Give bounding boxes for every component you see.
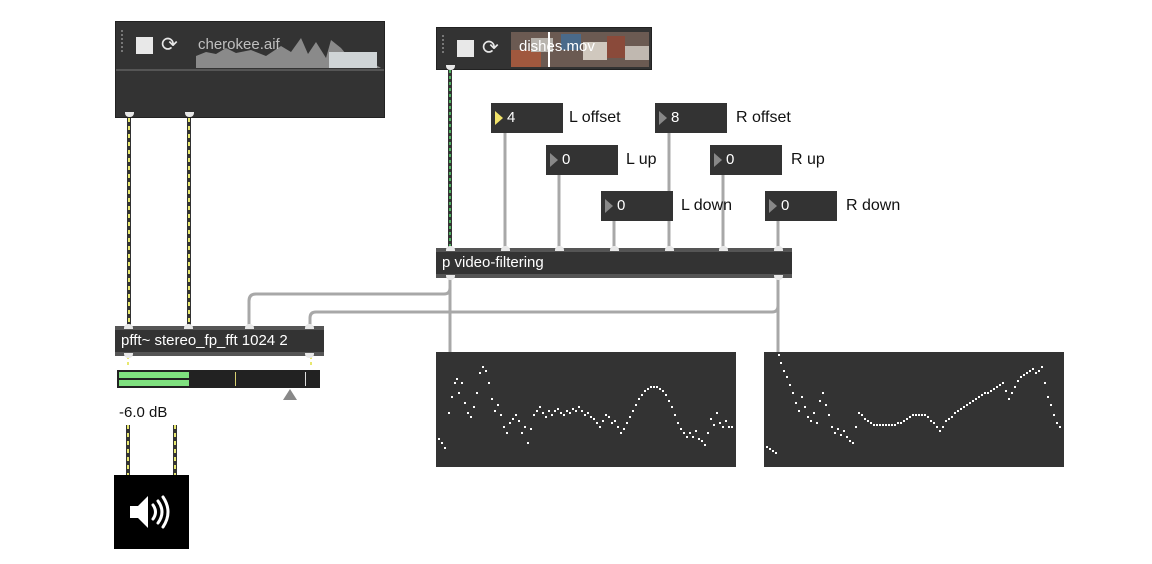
cord-to-pfft-in3 <box>247 278 452 326</box>
right-scope-trace <box>766 354 1061 454</box>
loop-icon[interactable]: ⟳ <box>482 37 499 59</box>
object-bottom-bar <box>115 352 324 356</box>
numbox-value: 4 <box>507 109 516 126</box>
video-filename: dishes.mov <box>519 38 595 55</box>
label-l-offset: L offset <box>569 109 621 126</box>
meter-level-right <box>119 380 189 386</box>
audio-out-right[interactable] <box>185 112 194 117</box>
meter-tick <box>235 372 236 386</box>
outlet-left[interactable] <box>124 353 133 358</box>
numbox-value: 0 <box>781 197 790 214</box>
numbox-r-up[interactable]: 0 <box>710 145 782 175</box>
numbox-value: 8 <box>671 109 680 126</box>
numbox-value: 0 <box>562 151 571 168</box>
object-top-bar <box>115 326 324 330</box>
inlet-3[interactable] <box>555 246 564 251</box>
outlet-right[interactable] <box>774 275 783 280</box>
numbox-l-up[interactable]: 0 <box>546 145 618 175</box>
audio-filename: cherokee.aif <box>198 36 280 53</box>
label-l-up: L up <box>626 151 657 168</box>
gain-slider-icon[interactable] <box>283 389 297 400</box>
inlet-1[interactable] <box>446 246 455 251</box>
label-l-down: L down <box>681 197 732 214</box>
gain-meter[interactable] <box>117 370 320 388</box>
stop-square-icon[interactable] <box>457 40 474 57</box>
numbox-r-offset[interactable]: 8 <box>655 103 727 133</box>
label-r-up: R up <box>791 151 825 168</box>
audio-player[interactable]: ⟳ cherokee.aif <box>115 21 385 118</box>
inlet-2[interactable] <box>501 246 510 251</box>
inlet-7[interactable] <box>774 246 783 251</box>
inlet-2[interactable] <box>184 324 193 329</box>
numbox-triangle-icon <box>605 199 613 213</box>
meter-tick <box>305 372 306 386</box>
loop-icon[interactable]: ⟳ <box>161 34 178 56</box>
object-bottom-bar <box>436 274 792 278</box>
numbox-l-offset[interactable]: 4 <box>491 103 563 133</box>
audio-out-left[interactable] <box>125 112 134 117</box>
stop-square-icon[interactable] <box>136 37 153 54</box>
dac-speaker-button[interactable] <box>114 475 189 549</box>
right-scope-display <box>764 352 1064 467</box>
drag-handle-icon[interactable] <box>121 30 125 54</box>
meter-level-left <box>119 372 189 378</box>
numbox-value: 0 <box>617 197 626 214</box>
video-filtering-text: p video-filtering <box>442 254 544 271</box>
inlet-3[interactable] <box>245 324 254 329</box>
inlet-6[interactable] <box>719 246 728 251</box>
numbox-triangle-icon <box>659 111 667 125</box>
numbox-triangle-icon <box>495 111 503 125</box>
video-player[interactable]: ⟳ dishes.mov <box>436 27 652 70</box>
numbox-value: 0 <box>726 151 735 168</box>
gain-readout: -6.0 dB <box>119 404 168 421</box>
pfft-object[interactable]: pfft~ stereo_fp_fft 1024 2 <box>115 324 324 358</box>
video-out[interactable] <box>446 65 455 70</box>
numbox-r-down[interactable]: 0 <box>765 191 837 221</box>
outlet-left[interactable] <box>446 275 455 280</box>
video-filtering-object[interactable]: p video-filtering <box>436 246 792 280</box>
numbox-l-down[interactable]: 0 <box>601 191 673 221</box>
label-r-offset: R offset <box>736 109 791 126</box>
label-r-down: R down <box>846 197 901 214</box>
outlet-right[interactable] <box>305 353 314 358</box>
left-scope-trace <box>438 366 733 449</box>
drag-handle-icon[interactable] <box>442 35 446 55</box>
inlet-5[interactable] <box>665 246 674 251</box>
inlet-1[interactable] <box>124 324 133 329</box>
pfft-text: pfft~ stereo_fp_fft 1024 2 <box>121 332 288 349</box>
waveform-icon <box>196 38 381 68</box>
numbox-triangle-icon <box>550 153 558 167</box>
numbox-triangle-icon <box>769 199 777 213</box>
inlet-4[interactable] <box>305 324 314 329</box>
player-divider <box>116 69 384 71</box>
inlet-4[interactable] <box>610 246 619 251</box>
cord-to-pfft-in4 <box>308 278 780 326</box>
left-scope-display <box>436 352 736 467</box>
speaker-icon <box>130 495 170 529</box>
numbox-triangle-icon <box>714 153 722 167</box>
video-thumbnail-icon <box>511 32 649 67</box>
